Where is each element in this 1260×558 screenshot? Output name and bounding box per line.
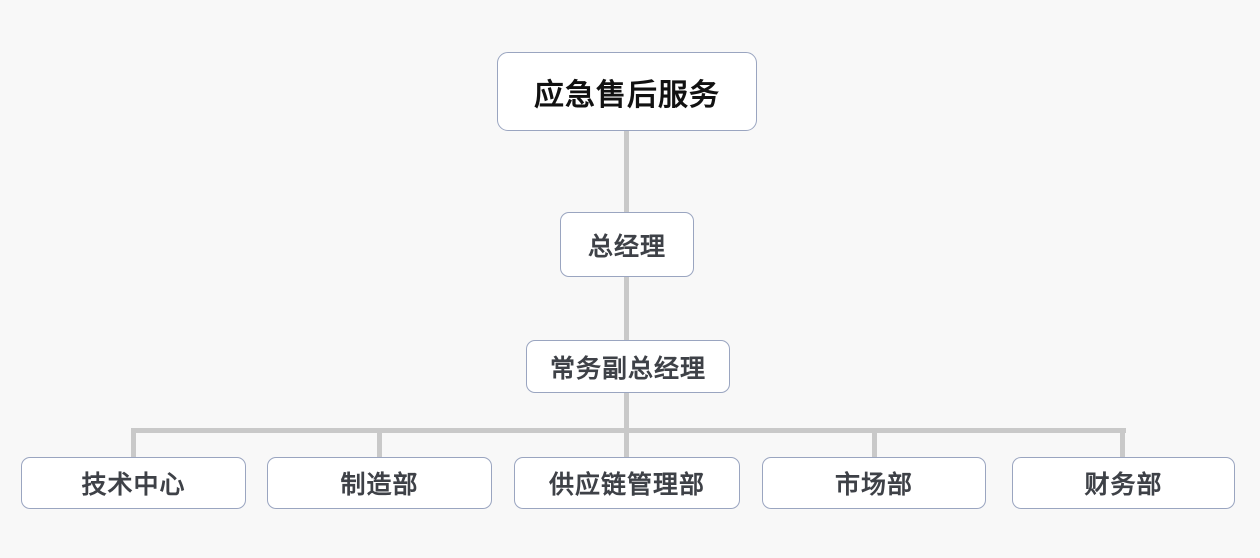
node-dept-label: 财务部 — [1084, 471, 1163, 499]
node-gm-label: 总经理 — [587, 232, 666, 261]
node-marketing-department: 市场部 — [762, 457, 986, 509]
connector-drop-tech — [131, 428, 136, 458]
node-dept-label: 供应链管理部 — [548, 471, 705, 499]
node-dept-label: 制造部 — [340, 471, 419, 499]
node-manufacturing-department: 制造部 — [267, 457, 492, 509]
node-finance-department: 财务部 — [1012, 457, 1235, 509]
node-general-manager: 总经理 — [560, 212, 694, 277]
connector-drop-marketing — [872, 428, 877, 458]
connector-drop-finance — [1120, 428, 1125, 458]
node-dept-label: 市场部 — [834, 471, 913, 499]
node-dept-label: 技术中心 — [81, 471, 186, 499]
connector-gm-to-dgm — [624, 275, 629, 342]
connector-drop-manufacturing — [377, 428, 382, 458]
node-root-label: 应急售后服务 — [534, 78, 720, 112]
node-executive-deputy-general-manager: 常务副总经理 — [526, 340, 730, 393]
node-emergency-after-sales-service: 应急售后服务 — [497, 52, 757, 131]
connector-dgm-to-branch — [624, 391, 629, 458]
node-technology-center: 技术中心 — [21, 457, 246, 509]
connector-branch-horizontal — [131, 428, 1126, 433]
node-supply-chain-management-department: 供应链管理部 — [514, 457, 740, 509]
connector-root-to-gm — [624, 130, 629, 214]
node-dgm-label: 常务副总经理 — [549, 354, 706, 383]
